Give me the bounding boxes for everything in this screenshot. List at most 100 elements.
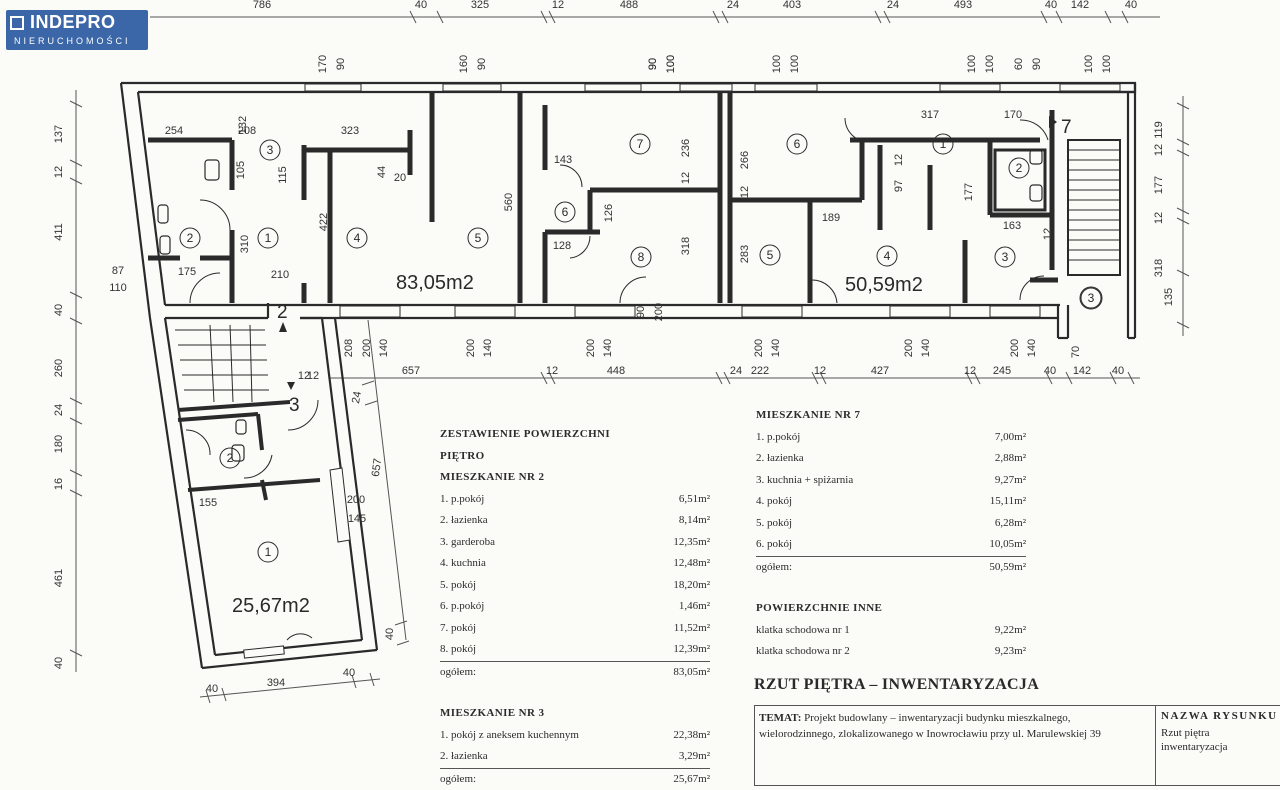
- summary-row-value: 9,23m²: [995, 641, 1026, 663]
- room-number: 3: [1088, 291, 1095, 305]
- entry-markers: [279, 116, 1057, 390]
- dimension-label: 12: [814, 365, 826, 377]
- summary-row-value: 10,05m²: [989, 534, 1026, 556]
- dimension-label: 110: [109, 282, 127, 294]
- summary-row-value: 12,39m²: [673, 639, 710, 661]
- dimension-label: 323: [341, 125, 359, 137]
- title-block-name-label: NAZWA RYSUNKU: [1161, 710, 1278, 722]
- top-dimension-line: [150, 11, 1160, 23]
- dimension-label: 317: [921, 109, 939, 121]
- unit-mark-3: 3: [289, 395, 300, 416]
- dimension-label: 12: [739, 186, 751, 198]
- area-apt7: 50,59m2: [845, 274, 923, 296]
- exterior-walls: [121, 83, 1135, 338]
- dimension-label: 40: [206, 683, 218, 695]
- summary-row-label: 5. pokój: [440, 575, 476, 597]
- dimension-label: 40: [1125, 0, 1137, 11]
- dimension-label: 245: [993, 365, 1011, 377]
- summary-row-value: 9,27m²: [995, 470, 1026, 492]
- dimension-label: 137: [53, 125, 65, 143]
- dimension-label: 448: [607, 365, 625, 377]
- right-dimension-line: [1177, 96, 1189, 336]
- dimension-label: 40: [415, 0, 427, 11]
- dimension-label: 105: [235, 161, 247, 179]
- summary-row-value: 3,29m²: [679, 746, 710, 768]
- room-number: 6: [794, 137, 801, 151]
- dimension-label: 200: [753, 339, 765, 357]
- dimension-label: 160: [458, 55, 470, 73]
- unit-labels: 2 3 7: [277, 117, 1072, 416]
- dimension-label: 200: [465, 339, 477, 357]
- dimension-label: 143: [554, 154, 572, 166]
- dimension-label: 40: [1044, 365, 1056, 377]
- dimension-label: 90: [635, 306, 647, 318]
- summary-row-value: 22,38m²: [673, 725, 710, 747]
- title-block-theme: TEMAT: Projekt budowlany – inwentaryzacj…: [759, 710, 1149, 742]
- dimension-label: 40: [53, 304, 65, 316]
- dimension-label: 90: [476, 58, 488, 70]
- dimension-label: 163: [1003, 220, 1021, 232]
- summary-row-label: 6. p.pokój: [440, 596, 484, 618]
- dimension-label: 177: [1153, 176, 1165, 194]
- summary-row-label: klatka schodowa nr 2: [756, 641, 850, 663]
- dimension-label: 100: [1083, 55, 1095, 73]
- dimension-label: 175: [178, 266, 196, 278]
- dimension-label: 142: [1071, 0, 1089, 11]
- apt3-heading: MIESZKANIE NR 3: [440, 703, 710, 725]
- dimension-label: 310: [239, 235, 251, 253]
- dimension-label: 140: [920, 339, 932, 357]
- dimension-label: 786: [253, 0, 271, 11]
- dimension-label: 200: [585, 339, 597, 357]
- logo-subtitle: NIERUCHOMOŚCI: [14, 36, 131, 46]
- summary-row-label: 3. kuchnia + spiżarnia: [756, 470, 853, 492]
- apt3-total: ogółem: 25,67m²: [440, 769, 710, 790]
- dimension-label: 422: [318, 213, 330, 231]
- dimension-label: 170: [317, 55, 329, 73]
- summary-row-value: 18,20m²: [673, 575, 710, 597]
- dimension-label: 40: [343, 667, 355, 679]
- dimension-label: 40: [1045, 0, 1057, 11]
- dimension-label: 100: [665, 55, 677, 73]
- dimension-label: 318: [1153, 259, 1165, 277]
- bathroom-fixtures: [158, 150, 1045, 254]
- summary-row-value: 6,51m²: [679, 489, 710, 511]
- summary-row-label: 2. łazienka: [756, 448, 804, 470]
- other-heading: POWIERZCHNIE INNE: [756, 598, 1026, 620]
- dimension-label: 200: [361, 339, 373, 357]
- room-number: 5: [767, 248, 774, 262]
- dimension-label: 40: [384, 628, 396, 640]
- room-number: 1: [940, 137, 947, 151]
- dimension-label: 254: [165, 125, 183, 137]
- apt2-heading: MIESZKANIE NR 2: [440, 467, 710, 489]
- dimension-label: 200: [903, 339, 915, 357]
- dimension-label: 119: [1153, 121, 1165, 139]
- room-number: 2: [1016, 161, 1023, 175]
- wing-interior: [178, 402, 320, 500]
- title-block: TEMAT: Projekt budowlany – inwentaryzacj…: [754, 705, 1280, 786]
- summary-row-label: 5. pokój: [756, 513, 792, 535]
- room-number: 1: [265, 545, 272, 559]
- dimension-label: 90: [335, 58, 347, 70]
- dimension-label: 87: [112, 265, 124, 277]
- interior-walls-apt7: [730, 92, 1058, 303]
- dimension-label: 24: [730, 365, 742, 377]
- dimension-label: 325: [471, 0, 489, 11]
- dimension-label: 100: [966, 55, 978, 73]
- summary-apt2: ZESTAWIENIE POWIERZCHNI PIĘTRO MIESZKANI…: [440, 424, 710, 683]
- room-number: 7: [637, 137, 644, 151]
- dimension-label: 100: [984, 55, 996, 73]
- drawing-title: RZUT PIĘTRA – INWENTARYZACJA: [754, 676, 1039, 694]
- dimension-label: 461: [53, 569, 65, 587]
- summary-row-value: 12,35m²: [673, 532, 710, 554]
- room-number: 8: [638, 250, 645, 264]
- room-number: 4: [884, 249, 891, 263]
- dimension-label: 657: [370, 458, 384, 478]
